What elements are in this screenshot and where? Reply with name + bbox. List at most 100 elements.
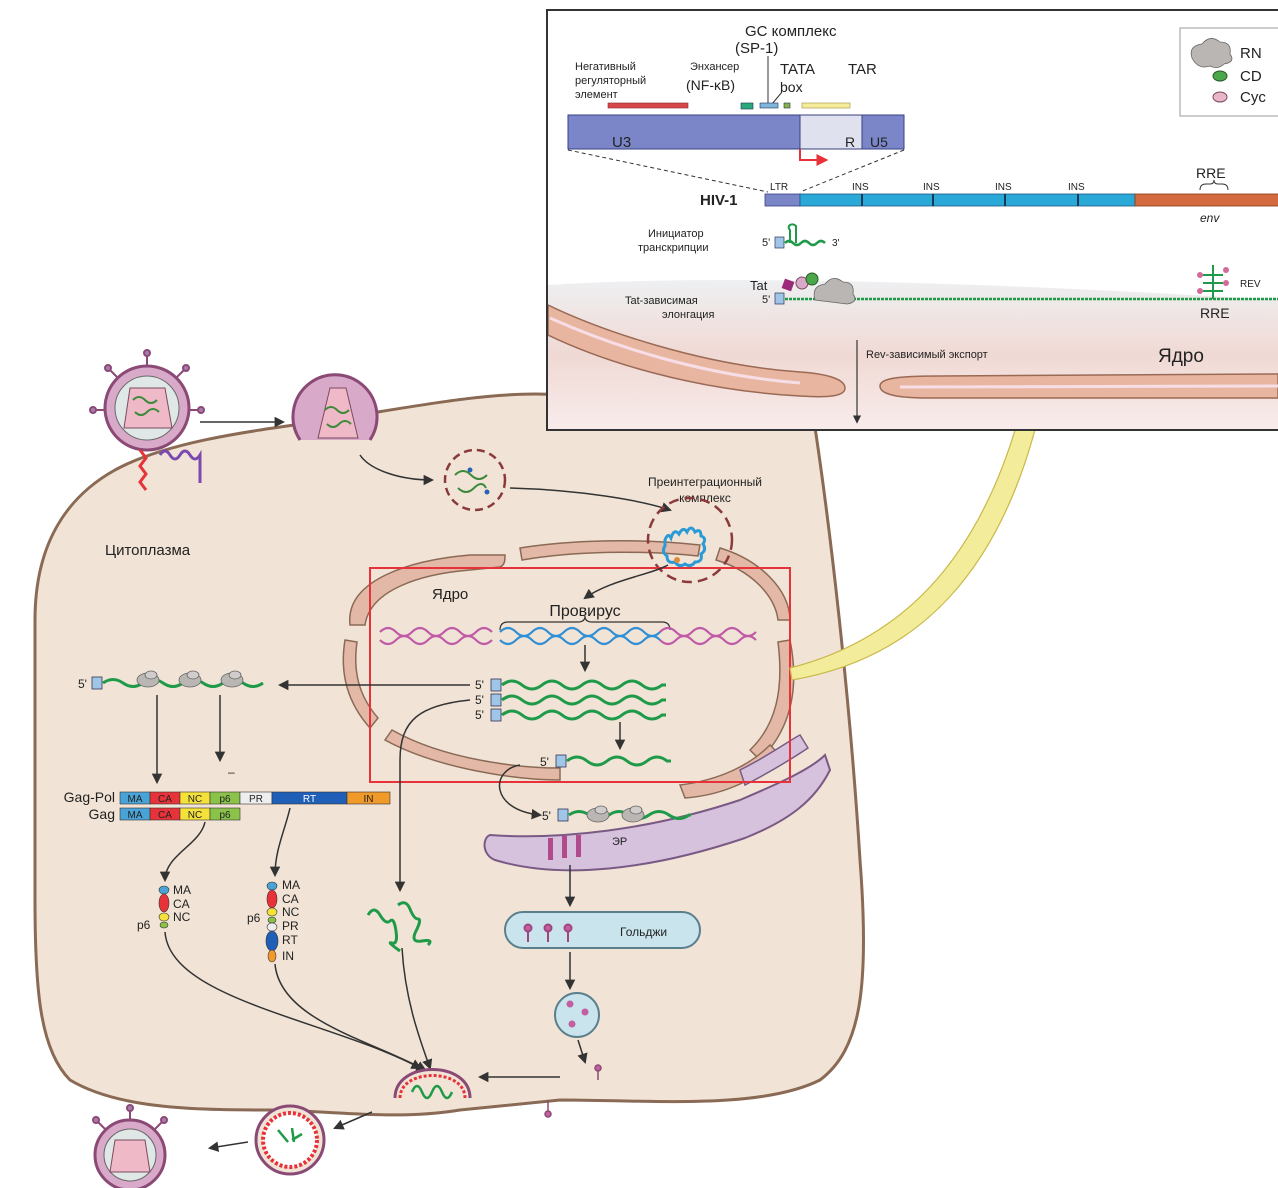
virion-attaching [89,349,205,491]
svg-text:MA: MA [173,883,191,897]
endoplasmic-reticulum [483,753,832,872]
gagpol-domain-label-ma: MA [128,794,143,805]
sp1-label: (SP-1) [735,40,778,57]
viral-core [443,448,507,512]
svg-text:5': 5' [542,809,551,823]
svg-text:5': 5' [475,678,484,692]
inset-nucleus-label: Ядро [1158,346,1204,367]
rre-structure [1203,265,1223,299]
gagpol-polyprotein: MA CA NC p6 PR RT IN [119,791,391,805]
transcription-inset: GC комплекс (SP-1) Негативный регуляторн… [546,9,1278,431]
golgi-label: Гольджи [620,925,667,939]
svg-text:–: – [228,765,235,779]
rre-label-top: RRE [1196,165,1226,181]
svg-text:NC: NC [282,905,300,919]
svg-text:5': 5' [475,693,484,707]
immature-virion [254,1104,326,1176]
budding-virion [393,1068,472,1100]
svg-text:элемент: элемент [575,89,618,101]
svg-text:5': 5' [78,677,87,691]
ins-label-4: INS [1068,182,1085,193]
u5-label: U5 [870,134,888,150]
svg-text:5': 5' [762,237,770,249]
svg-text:CA: CA [173,897,190,911]
initiator-label: Инициатор [648,228,704,240]
svg-text:RT: RT [282,933,298,947]
cytoplasm-label: Цитоплазма [105,542,191,559]
gag-domain-label-p6: p6 [219,810,231,821]
gag-domain-label-nc: NC [188,810,202,821]
mature-virion [92,1104,168,1188]
rev-label: REV [1240,279,1261,290]
gag-label: Gag [89,806,115,822]
neg-element-label: Негативный [575,61,636,73]
transport-vesicle [554,992,600,1038]
gag-domain-label-ca: CA [158,810,172,821]
gag-polyprotein: MA CA NC p6 [119,807,241,821]
rre-label-bottom: RRE [1200,305,1230,321]
r-label: R [845,134,855,150]
cytoplasmic-mrna: 5' [78,670,264,691]
tar-label: TAR [848,61,877,78]
processed-gag: MA CA NC p6 [137,883,191,932]
virion-fusing [291,373,379,441]
nfkb-label: (NF-κB) [686,77,735,93]
svg-text:элонгация: элонгация [662,309,714,321]
genomic-rna [366,901,432,953]
svg-text:5': 5' [475,708,484,722]
nuclear-transcripts: 5' 5' 5' [475,678,666,722]
svg-text:5': 5' [540,755,549,769]
svg-text:box: box [780,79,803,95]
gagpol-domain-label-in: IN [364,794,374,805]
preintegration-label-1: Преинтеграционный [648,475,762,489]
legend-item-2: CD [1240,68,1262,85]
env-label: env [1200,211,1220,225]
gag-domain-p6 [209,807,241,821]
ins-label-2: INS [923,182,940,193]
svg-text:регуляторный: регуляторный [575,75,646,87]
svg-text:p6: p6 [247,911,261,925]
legend: RN CD Cyc [1179,27,1278,117]
gagpol-domain-label-nc: NC [188,794,202,805]
preintegration-label-2: комплекс [679,491,731,505]
svg-text:5': 5' [762,294,770,306]
u3-label: U3 [612,134,631,151]
er-label: ЭР [612,836,627,848]
svg-text:NC: NC [173,910,191,924]
gagpol-domain-label-rt: RT [303,794,316,805]
nucleus-label: Ядро [432,586,468,603]
gagpol-domain-label-ca: CA [158,794,172,805]
ltr-label: LTR [770,182,788,193]
processed-gagpol: MA CA NC p6 PR RT IN [247,878,300,963]
nucleus-highlight-box [369,567,791,783]
gagpol-domain-in [346,791,391,805]
hiv1-label: HIV-1 [700,192,738,209]
golgi [504,911,701,949]
svg-text:p6: p6 [137,918,151,932]
svg-text:MA: MA [282,878,300,892]
preintegration-complex [646,496,734,584]
provirus-label: Провирус [549,603,620,620]
gagpol-label: Gag-Pol [64,789,115,805]
tat-label: Tat [750,278,768,293]
gagpol-domain-label-p6: p6 [219,794,231,805]
svg-text:CA: CA [282,892,299,906]
rev-export-label: Rev-зависимый экспорт [866,349,988,361]
svg-text:3': 3' [832,238,840,249]
svg-text:IN: IN [282,949,294,963]
ins-label-3: INS [995,182,1012,193]
gc-complex-label: GC комплекс [745,23,837,40]
provirus-dna [379,626,757,646]
legend-item-3: Cyc [1240,89,1266,106]
er-mrna: 5' [542,805,691,823]
svg-text:PR: PR [282,919,299,933]
enhancer-label: Энхансер [690,61,739,73]
tata-label: TATA [780,61,815,78]
exported-mrna: 5' [540,754,671,769]
legend-item-1: RN [1240,45,1262,62]
gagpol-domain-label-pr: PR [249,794,263,805]
tat-elongation-label: Tat-зависимая [625,295,698,307]
gag-domain-label-ma: MA [128,810,143,821]
svg-text:транскрипции: транскрипции [638,242,708,254]
